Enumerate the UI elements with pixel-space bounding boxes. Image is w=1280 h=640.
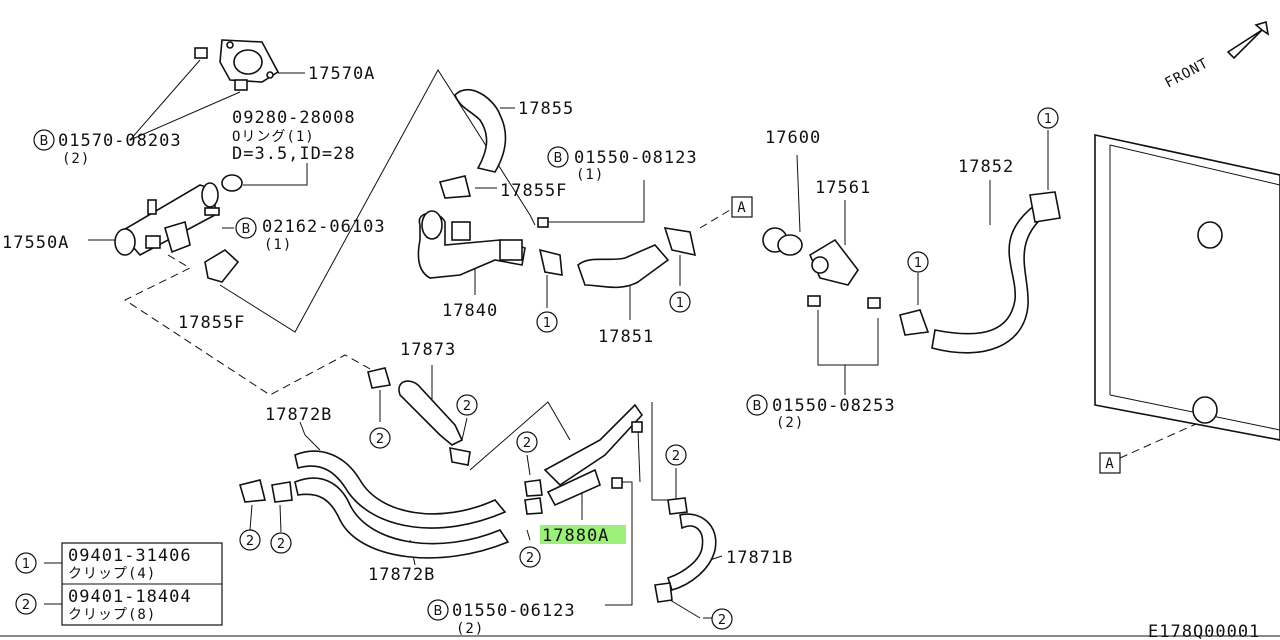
clamp-17855F-lower xyxy=(204,249,240,283)
svg-text:2: 2 xyxy=(277,537,285,552)
o-ring-icon xyxy=(221,174,243,192)
diagram-code: E178Q00001 xyxy=(1148,622,1260,640)
clip-marker-2: 2 xyxy=(665,444,687,466)
svg-text:B: B xyxy=(434,604,443,619)
clip-marker-1: 1 xyxy=(907,251,929,273)
part-17855-hose[interactable] xyxy=(438,88,507,199)
label-17561: 17561 xyxy=(815,178,871,198)
label-17880A: 17880A xyxy=(542,526,609,546)
label-01570-08203: 01570-08203 xyxy=(58,131,182,151)
clip-marker-2: 2 xyxy=(711,608,733,630)
part-17851-hose[interactable] xyxy=(577,227,697,289)
svg-text:A: A xyxy=(1105,456,1114,472)
svg-text:2: 2 xyxy=(376,432,384,447)
svg-text:1: 1 xyxy=(22,557,30,572)
svg-text:2: 2 xyxy=(463,399,471,414)
svg-text:B: B xyxy=(242,222,251,237)
clip-marker-2: 2 xyxy=(456,394,478,416)
clip-marker-2: 2 xyxy=(516,431,538,453)
clip-marker-2: 2 xyxy=(369,427,391,449)
svg-text:A: A xyxy=(737,200,746,216)
label-01550-08123: 01550-08123 xyxy=(574,148,698,168)
clip-marker-2: 2 xyxy=(519,546,541,568)
label-17852: 17852 xyxy=(958,157,1014,177)
clip-marker-1: 1 xyxy=(536,311,558,333)
ref-box-a-top: A xyxy=(731,196,753,218)
svg-text:B: B xyxy=(40,134,49,149)
label-01550-08253: 01550-08253 xyxy=(772,396,896,416)
svg-text:B: B xyxy=(753,399,762,414)
part-17561-housing[interactable] xyxy=(807,238,881,309)
part-17852-hose[interactable] xyxy=(899,191,1061,354)
svg-text:2: 2 xyxy=(718,613,726,628)
label-17855: 17855 xyxy=(518,99,574,119)
part-17600-thermostat[interactable] xyxy=(762,227,803,256)
legend-part-1: 09401-31406 xyxy=(68,546,192,566)
svg-text:1: 1 xyxy=(914,256,922,271)
svg-text:B: B xyxy=(554,151,563,166)
label-17873: 17873 xyxy=(400,340,456,360)
front-arrow-icon xyxy=(1226,20,1270,60)
label-17840: 17840 xyxy=(442,301,498,321)
svg-text:(1): (1) xyxy=(576,167,604,183)
legend-desc-2: クリップ(8) xyxy=(68,607,156,623)
part-17550A-pipe[interactable] xyxy=(114,182,220,257)
label-17851: 17851 xyxy=(598,327,654,347)
legend-desc-1: クリップ(4) xyxy=(68,566,156,582)
svg-text:1: 1 xyxy=(676,296,684,311)
clip-marker-2: 2 xyxy=(239,529,261,551)
clip-marker-1: 1 xyxy=(1037,107,1059,129)
part-17871B-hose[interactable] xyxy=(654,497,717,603)
svg-text:FRONT: FRONT xyxy=(1162,55,1211,91)
legend-part-2: 09401-18404 xyxy=(68,587,192,607)
label-17871B: 17871B xyxy=(726,548,793,568)
front-indicator: FRONT xyxy=(1162,20,1270,92)
leader-lines xyxy=(44,59,1049,619)
label-09280-28008: 09280-28008 xyxy=(232,108,356,128)
part-labels: 17570A 17855 09280-28008 Oリング(1) D=3.5,I… xyxy=(2,64,1260,640)
label-01550-06123: 01550-06123 xyxy=(452,601,576,621)
legend-row-2: 2 09401-18404 クリップ(8) xyxy=(15,587,192,623)
radiator xyxy=(1094,134,1280,441)
svg-text:(2): (2) xyxy=(62,151,90,167)
label-17872B-bottom: 17872B xyxy=(368,565,435,585)
svg-text:2: 2 xyxy=(22,598,30,613)
svg-text:2: 2 xyxy=(523,436,531,451)
clip-marker-1: 1 xyxy=(669,291,691,313)
label-oring-note: Oリング(1) xyxy=(232,129,315,145)
svg-text:(2): (2) xyxy=(456,621,484,637)
label-02162-06103: 02162-06103 xyxy=(262,217,386,237)
legend: 1 09401-31406 クリップ(4) 2 09401-18404 クリップ… xyxy=(15,542,223,626)
ref-box-a-bottom: A xyxy=(1099,452,1121,474)
label-17855F-bottom: 17855F xyxy=(178,313,245,333)
svg-text:2: 2 xyxy=(246,534,254,549)
label-oring-dim: D=3.5,ID=28 xyxy=(232,144,356,164)
label-17600: 17600 xyxy=(765,128,821,148)
label-17550A: 17550A xyxy=(2,233,69,253)
legend-row-1: 1 09401-31406 クリップ(4) xyxy=(15,546,192,582)
part-17570A-cover[interactable] xyxy=(219,39,280,83)
part-17872B-hoses[interactable] xyxy=(238,450,510,559)
label-17855F-top: 17855F xyxy=(500,181,567,201)
bolt-icon xyxy=(194,47,248,91)
clip-marker-2: 2 xyxy=(270,532,292,554)
svg-text:(1): (1) xyxy=(264,237,292,253)
label-17872B-top: 17872B xyxy=(265,405,332,425)
svg-text:2: 2 xyxy=(672,449,680,464)
highlight-17880A xyxy=(540,525,626,544)
svg-text:(2): (2) xyxy=(776,415,804,431)
dashed-routing-lines xyxy=(123,209,1206,459)
part-17880A-pipe[interactable] xyxy=(524,403,644,515)
label-17570A: 17570A xyxy=(308,64,375,84)
clamp-icon xyxy=(538,248,563,276)
part-17873-hose[interactable] xyxy=(367,367,471,466)
clip-markers: 1 1 1 1 2 2 2 2 2 2 2 2 xyxy=(239,107,1059,630)
svg-text:1: 1 xyxy=(543,316,551,331)
part-17840-pipe[interactable] xyxy=(417,210,549,279)
svg-text:2: 2 xyxy=(526,551,534,566)
svg-text:1: 1 xyxy=(1044,112,1052,127)
